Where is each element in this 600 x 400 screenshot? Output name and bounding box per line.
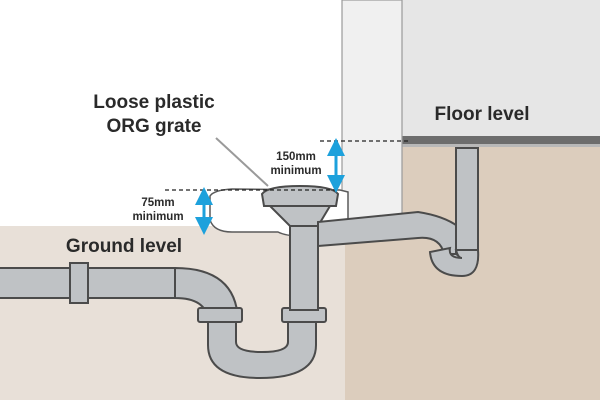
org-grate [260, 184, 340, 207]
floor-level-label: Floor level [434, 104, 529, 125]
gully-riser [289, 221, 319, 311]
min75-unit: minimum [132, 211, 183, 223]
house-wall [341, 0, 403, 227]
floor-waste-pipe [455, 147, 479, 253]
floor-slab-edge [400, 144, 600, 147]
floor-waste-bottom [428, 246, 480, 278]
grate-label-line1: Loose plastic [93, 92, 215, 113]
min150-value: 150mm [276, 151, 316, 163]
trap-collar-left [197, 307, 243, 323]
grate-label-line2: ORG grate [106, 116, 201, 137]
grate-pointer [215, 137, 269, 187]
min150-unit: minimum [270, 165, 321, 177]
floor-slab [400, 136, 600, 144]
min75-value: 75mm [141, 197, 174, 209]
house-panel [400, 0, 600, 140]
ground-level-label: Ground level [66, 236, 182, 257]
ground-pipe-joint [69, 262, 89, 304]
